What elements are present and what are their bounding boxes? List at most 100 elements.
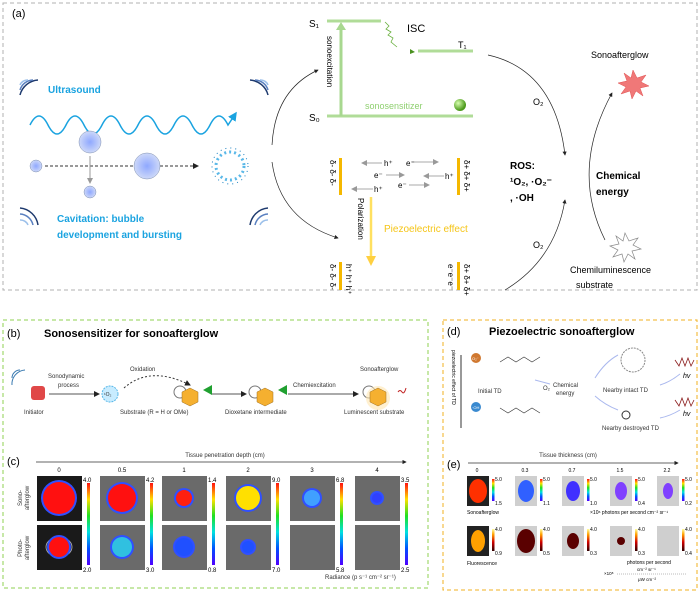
panel-bc-border (2, 319, 429, 589)
fluo-colorbar-min: 0.4 (685, 551, 692, 557)
sonoafterglow-burst-icon (617, 69, 650, 100)
destroyed-td-molecule-icon (621, 410, 631, 420)
photoafterglow-image (355, 525, 400, 570)
hole-label: h⁺ (384, 159, 393, 168)
oxidation-arrow (123, 375, 191, 389)
electron-label: e⁻ (398, 181, 407, 190)
delta-minus-top: δ- δ- δ- (328, 160, 337, 186)
intact-td-molecule-icon (620, 347, 646, 373)
transducer-icons (19, 79, 269, 226)
signal-spot (372, 493, 382, 503)
signal-spot (176, 490, 192, 506)
panel-e-label: (e) (447, 459, 460, 471)
hv-label-2: hv (683, 411, 691, 418)
fluo-colorbar-max: 4.0 (590, 527, 597, 533)
substrate-molecule-icon (173, 385, 212, 407)
fluorescence-unit-bottom: μW cm⁻² (638, 577, 656, 582)
ros-line2: ¹O₂, ·O₂⁻ (510, 177, 552, 188)
depth-tick-label: 4 (375, 468, 379, 474)
signal-spot (43, 482, 75, 514)
sonoafterglow-signal (518, 480, 534, 502)
row-label-photo: Photo-afterglow (18, 535, 31, 560)
fluo-colorbar-min: 0.3 (590, 551, 597, 557)
panel-c: (c) Tissue penetration depth (cm) Sono-a… (7, 453, 410, 581)
ros-line3: , ·OH (510, 193, 534, 204)
colorbar-min-label: 3.0 (146, 568, 155, 574)
piezo-diagram (339, 158, 460, 290)
electron-label: e⁻ (406, 159, 415, 168)
thickness-tick-label: 0 (476, 468, 479, 474)
sonoafterglow-signal (615, 482, 627, 500)
chemical-energy-d-line1: Chemical (553, 383, 578, 389)
colorbar (87, 483, 90, 565)
hydroxyl-badge (471, 402, 481, 412)
signal-spot (108, 484, 136, 512)
fluo-colorbar-max: 4.0 (685, 527, 692, 533)
sono-colorbar-max: 5.0 (590, 477, 597, 483)
td-molecule-icons (499, 356, 541, 414)
singlet-oxygen-icon (101, 385, 119, 403)
row-label-sono: Sono-afterglow (18, 485, 31, 510)
sono-colorbar-max: 5.0 (543, 477, 550, 483)
colorbar-max-label: 4.2 (146, 478, 155, 484)
sonoafterglow-label-b: Sonoafterglow (360, 367, 399, 373)
panel-b-title: Sonosensitizer for sonoafterglow (44, 328, 219, 340)
superoxide-badge (471, 353, 481, 363)
colorbar-max-label: 6.8 (336, 478, 345, 484)
initiator-label: Initiator (24, 410, 44, 416)
chemical-energy-line1: Chemical (596, 171, 641, 182)
sono-colorbar-max: 5.0 (495, 477, 502, 483)
piezo-side-label: piezoelectric effect of TD (450, 350, 456, 405)
arrow-to-ros-bottom (504, 199, 567, 291)
o2-label-d: O₂ (543, 386, 551, 392)
fluo-colorbar-min: 0.5 (543, 551, 550, 557)
chemiluminescence-label-line2: substrate (576, 280, 613, 290)
sonoafterglow-signal (566, 481, 580, 501)
fluorescence-signal (517, 529, 535, 553)
sono-colorbar-min: 1.5 (495, 501, 502, 507)
colorbar-max-label: 9.0 (272, 478, 281, 484)
colorbar-max-label: 4.0 (83, 478, 92, 484)
fluorescence-image (657, 526, 679, 556)
thickness-tick-label: 2.2 (664, 468, 671, 474)
fluo-colorbar (682, 529, 685, 551)
ultrasound-label: Ultrasound (48, 85, 101, 96)
sono-colorbar (682, 479, 685, 501)
colorbar-min-label: 2.5 (401, 568, 410, 574)
sonoafterglow-signal (469, 479, 487, 503)
sono-colorbar-max: 5.0 (685, 477, 692, 483)
panel-d: (d) Piezoelectric sonoafterglow piezoele… (442, 319, 698, 591)
sonoexcitation-label: sonoexcitation (325, 36, 334, 87)
colorbar (212, 483, 215, 565)
colorbar-min-label: 0.8 (208, 568, 217, 574)
photoafterglow-image (290, 525, 335, 570)
chemiluminescence-label-line1: Chemiluminescence (570, 265, 651, 275)
panel-e: (e) Tissue thickness (cm) Sonoafterglow … (447, 453, 692, 582)
sonoafterglow-row-label: Sonoafterglow (467, 510, 499, 516)
colorbar (340, 483, 343, 565)
luminescent-molecule-icon (362, 385, 407, 410)
panel-b: (b) Sonosensitizer for sonoafterglow Ini… (2, 319, 429, 589)
ultrasound-wave (29, 111, 237, 135)
hole-label: h⁺ (374, 185, 383, 194)
thickness-tick-label: 1.5 (617, 468, 624, 474)
s0-label: S₀ (309, 113, 320, 124)
dioxetane-label: Dioxetane intermediate (225, 410, 287, 416)
sono-colorbar-min: 1.0 (590, 501, 597, 507)
depth-tick-label: 1 (182, 468, 186, 474)
signal-spot (242, 541, 254, 553)
arrow-to-ros-top (487, 54, 567, 156)
destroyed-td-label: Nearby destroyed TD (602, 426, 660, 432)
colorbar-max-label: 1.4 (208, 478, 217, 484)
o2-label-bottom: O₂ (533, 240, 544, 250)
electrons-row: e⁻e⁻e⁻ (446, 264, 455, 290)
fluo-colorbar-max: 4.0 (638, 527, 645, 533)
delta-minus-bottom: δ- δ- δ- (328, 264, 337, 290)
panel-a-label: (a) (12, 8, 25, 20)
fluo-colorbar (587, 529, 590, 551)
superoxide-badge-label: O₂⁻ (472, 356, 479, 361)
sono-colorbar-min: 0.2 (685, 501, 692, 507)
fluo-colorbar-min: 0.3 (638, 551, 645, 557)
panel-de-border (442, 319, 698, 591)
electron-label: e⁻ (374, 171, 383, 180)
